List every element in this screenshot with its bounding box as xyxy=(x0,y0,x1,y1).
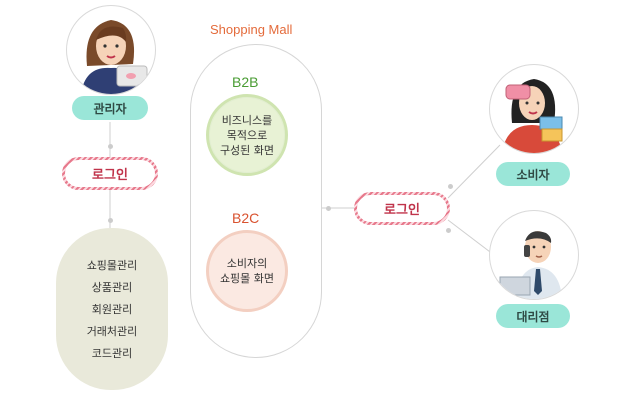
b2c-circle[interactable]: 소비자의 쇼핑몰 화면 xyxy=(206,230,288,312)
center-login-label: 로그인 xyxy=(384,203,420,218)
b2b-desc-line: 구성된 화면 xyxy=(219,143,275,157)
b2c-title: B2C xyxy=(232,210,260,226)
connector-dot xyxy=(326,206,331,211)
admin-login-label: 로그인 xyxy=(92,168,128,183)
connector-dot xyxy=(448,184,453,189)
connector-dot xyxy=(108,144,113,149)
consumer-role-badge: 소비자 xyxy=(496,162,570,186)
connector-dot xyxy=(446,228,451,233)
admin-avatar xyxy=(66,5,156,95)
consumer-role-label: 소비자 xyxy=(516,167,550,182)
admin-login-button[interactable]: 로그인 xyxy=(62,157,158,190)
b2c-desc-line: 소비자의 xyxy=(226,257,268,270)
b2b-desc-line: 비즈니스를 xyxy=(221,113,273,127)
admin-menu-item-mall[interactable]: 쇼핑몰관리 xyxy=(86,259,138,272)
agency-role-label: 대리점 xyxy=(516,309,550,324)
admin-menu-item-products[interactable]: 상품관리 xyxy=(91,281,133,294)
mall-title: Shopping Mall xyxy=(210,22,293,37)
admin-menu-item-partners[interactable]: 거래처관리 xyxy=(86,325,138,338)
connector-dot xyxy=(108,218,113,223)
admin-role-label: 관리자 xyxy=(93,101,127,116)
center-login-button[interactable]: 로그인 xyxy=(354,192,450,225)
agency-avatar xyxy=(489,210,579,300)
consumer-avatar xyxy=(489,64,579,154)
agent-man-icon xyxy=(499,231,562,299)
b2b-desc-line: 목적으로 xyxy=(226,128,268,142)
admin-menu-item-codes[interactable]: 코드관리 xyxy=(91,347,133,360)
admin-menu-item-members[interactable]: 회원관리 xyxy=(91,303,133,316)
admin-role-badge: 관리자 xyxy=(72,96,148,120)
admin-woman-icon xyxy=(81,20,148,94)
agency-role-badge: 대리점 xyxy=(496,304,570,328)
b2b-circle[interactable]: 비즈니스를 목적으로 구성된 화면 xyxy=(206,94,288,176)
b2c-desc-line: 쇼핑몰 화면 xyxy=(219,272,275,285)
b2b-title: B2B xyxy=(232,74,259,90)
shopper-woman-icon xyxy=(502,79,563,153)
admin-menu-panel: 쇼핑몰관리 상품관리 회원관리 거래처관리 코드관리 xyxy=(56,228,168,390)
